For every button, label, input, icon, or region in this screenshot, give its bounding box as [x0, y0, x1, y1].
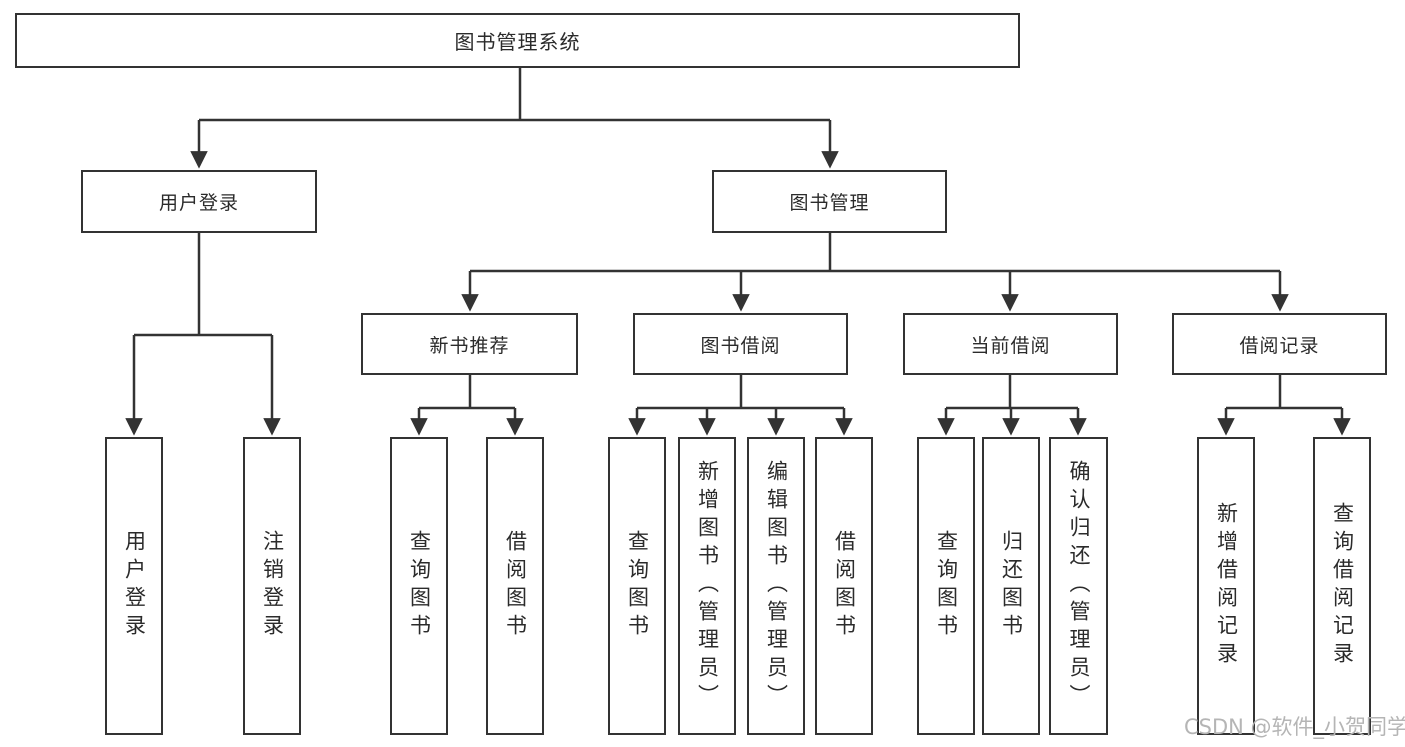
connector-book-borrow — [637, 375, 844, 410]
node-root-system: 图书管理系统 — [15, 13, 1020, 68]
leaf-return-book-label: 归还图书 — [999, 530, 1024, 642]
node-book-borrow: 图书借阅 — [633, 313, 848, 375]
node-new-book-recommend-label: 新书推荐 — [429, 334, 510, 357]
node-book-management: 图书管理 — [712, 170, 947, 233]
node-borrow-records: 借阅记录 — [1172, 313, 1387, 375]
connector-root — [199, 68, 830, 122]
leaf-query-books-d1-label: 查询图书 — [934, 530, 959, 642]
leaf-borrow-books-c4: 借阅图书 — [815, 437, 873, 735]
connector-user-login — [134, 233, 272, 337]
leaf-add-borrow-record: 新增借阅记录 — [1197, 437, 1255, 735]
leaf-user-login: 用户登录 — [105, 437, 163, 735]
leaf-edit-book-admin: 编辑图书（管理员） — [747, 437, 805, 735]
leaf-add-book-admin: 新增图书（管理员） — [678, 437, 736, 735]
leaf-confirm-return-admin-label: 确认归还（管理员） — [1067, 460, 1091, 712]
leaf-user-login-label: 用户登录 — [122, 530, 147, 642]
connector-borrow-records — [1226, 375, 1342, 410]
leaf-return-book: 归还图书 — [982, 437, 1040, 735]
node-root-label: 图书管理系统 — [454, 30, 581, 54]
leaf-query-books-c1-label: 查询图书 — [625, 530, 650, 642]
connector-new-book-recommend — [419, 375, 515, 410]
leaf-borrow-books-b2-label: 借阅图书 — [503, 530, 528, 642]
node-borrow-records-label: 借阅记录 — [1239, 334, 1320, 357]
node-book-management-label: 图书管理 — [789, 192, 870, 214]
leaf-query-books-b1-label: 查询图书 — [407, 530, 432, 642]
leaf-query-books-d1: 查询图书 — [917, 437, 975, 735]
leaf-query-borrow-record-label: 查询借阅记录 — [1330, 502, 1355, 670]
leaf-borrow-books-b2: 借阅图书 — [486, 437, 544, 735]
node-book-borrow-label: 图书借阅 — [700, 334, 781, 357]
csdn-watermark: CSDN @软件_小贺同学 — [1184, 715, 1405, 739]
connector-book-management — [470, 233, 1280, 273]
leaf-logout-label: 注销登录 — [260, 530, 285, 642]
connector-current-borrow — [946, 375, 1078, 410]
node-current-borrow-label: 当前借阅 — [970, 334, 1051, 357]
leaf-edit-book-admin-label: 编辑图书（管理员） — [764, 460, 789, 712]
node-current-borrow: 当前借阅 — [903, 313, 1118, 375]
leaf-logout: 注销登录 — [243, 437, 301, 735]
leaf-add-book-admin-label: 新增图书（管理员） — [695, 460, 720, 712]
leaf-query-books-c1: 查询图书 — [608, 437, 666, 735]
node-user-login: 用户登录 — [81, 170, 317, 233]
leaf-query-borrow-record: 查询借阅记录 — [1313, 437, 1371, 735]
node-new-book-recommend: 新书推荐 — [361, 313, 578, 375]
node-user-login-label: 用户登录 — [158, 192, 239, 214]
leaf-borrow-books-c4-label: 借阅图书 — [832, 530, 857, 642]
leaf-confirm-return-admin: 确认归还（管理员） — [1049, 437, 1108, 735]
leaf-query-books-b1: 查询图书 — [390, 437, 448, 735]
leaf-add-borrow-record-label: 新增借阅记录 — [1214, 502, 1239, 670]
